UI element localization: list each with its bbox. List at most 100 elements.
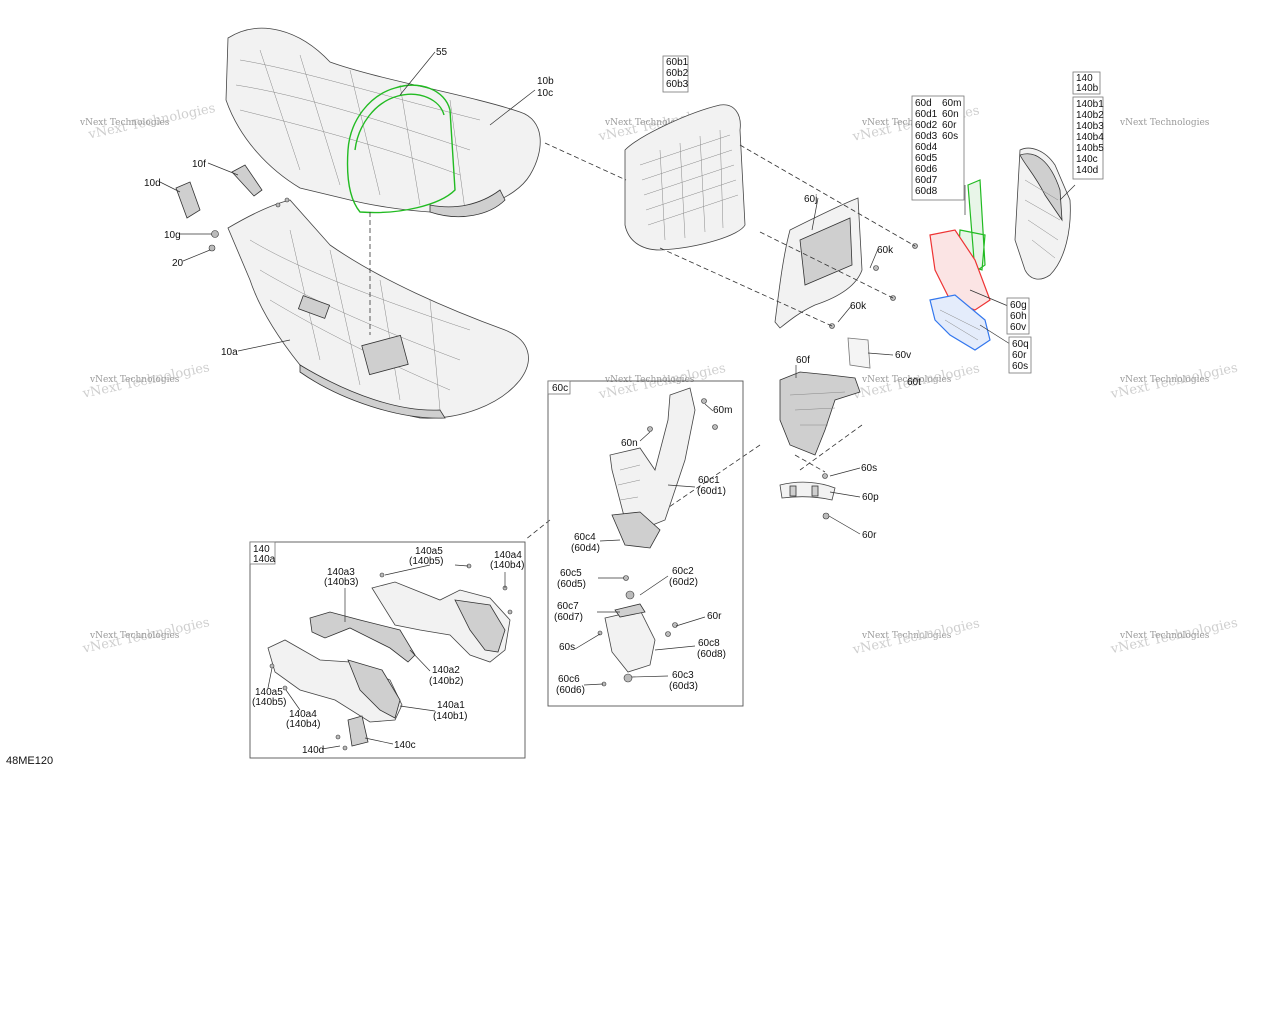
watermark: vNext Technologies xyxy=(89,375,180,385)
callout-label: 55 xyxy=(436,47,448,58)
callout-label: 140b3 xyxy=(1076,121,1104,132)
callout-label: 10b xyxy=(537,76,554,87)
callout-label: (60d1) xyxy=(697,486,726,497)
callout-label: 60d xyxy=(915,98,932,109)
watermark: vNext Technologies xyxy=(89,631,180,641)
callout-label: (140b4) xyxy=(286,719,320,730)
callout-label: 60r xyxy=(1012,350,1027,361)
side-panel-140 xyxy=(1014,147,1071,280)
backrest-60b xyxy=(624,104,746,251)
inset-140: 140 140a xyxy=(249,541,526,759)
callout-label: 140b5 xyxy=(1076,143,1104,154)
callout-label: 60k xyxy=(877,245,894,256)
watermark: vNext Technologies xyxy=(79,118,170,128)
callout-label: 60b1 xyxy=(666,57,689,68)
callout-label: (140b5) xyxy=(252,697,286,708)
screw-60s xyxy=(822,473,828,479)
callout-label: 60p xyxy=(862,492,879,503)
callout-label: 140b2 xyxy=(1076,110,1104,121)
nut-10g xyxy=(211,230,219,238)
callout-label: (60d7) xyxy=(554,612,583,623)
callout-label: 60d8 xyxy=(915,186,938,197)
callout-label: 60c8 xyxy=(698,638,720,649)
callout-label: 60c4 xyxy=(574,532,596,543)
bolt-20 xyxy=(208,244,216,252)
watermark: vNext Technologies xyxy=(861,375,952,385)
callout-label: 60c7 xyxy=(557,601,579,612)
callout-label: 140d xyxy=(1076,165,1098,176)
callout-label: (140b2) xyxy=(429,676,463,687)
callout-label: 60n xyxy=(942,109,959,120)
callout-label: 140a4 xyxy=(289,709,317,720)
callout-label: 60c2 xyxy=(672,566,694,577)
callout-label: 60d6 xyxy=(915,164,938,175)
callout-label: 140b1 xyxy=(1076,99,1104,110)
callout-label: 140a2 xyxy=(432,665,460,676)
inset-60c-title: 60c xyxy=(552,383,568,394)
callout-label: 10f xyxy=(192,159,206,170)
nut-60r xyxy=(822,512,830,520)
callout-label: 140a3 xyxy=(327,567,355,578)
label-box-140: 140 140b 140b1 140b2 140b3 140b4 140b5 1… xyxy=(1072,71,1104,180)
inset-140-title-1: 140 xyxy=(253,544,270,555)
callout-label: (60d8) xyxy=(697,649,726,660)
label-box-60b: 60b1 60b2 60b3 xyxy=(662,55,689,93)
back-panel-60j xyxy=(774,197,863,329)
callout-label: 60d7 xyxy=(915,175,938,186)
label-box-60g: 60g 60h 60v xyxy=(1006,297,1030,335)
callout-label: 60d3 xyxy=(915,131,938,142)
callout-label: (140b3) xyxy=(324,577,358,588)
handle-colored-assembly xyxy=(929,179,991,351)
callout-label: 60s xyxy=(1012,361,1028,372)
bracket-10d xyxy=(175,181,201,219)
watermark: vNext Technologies xyxy=(604,375,695,385)
inset-60c: 60c xyxy=(547,380,744,707)
diagram-code: 48ME120 xyxy=(6,755,53,767)
callout-label: 60r xyxy=(862,530,877,541)
watermark: vNext Technologies xyxy=(604,118,695,128)
callout-label: 60d4 xyxy=(915,142,938,153)
inset-140-title-2: 140a xyxy=(253,554,276,565)
bracket-10f xyxy=(231,164,263,197)
callout-label: 60b3 xyxy=(666,79,689,90)
leader-lines xyxy=(159,51,1076,535)
callout-label: 140a5 xyxy=(255,687,283,698)
callout-label: 60t xyxy=(907,377,921,388)
callout-label: 10c xyxy=(537,88,553,99)
callout-label: 60q xyxy=(1012,339,1029,350)
bracket-60f xyxy=(779,371,861,456)
callout-label: 60v xyxy=(1010,322,1026,333)
label-box-60d: 60d 60d1 60d2 60d3 60d4 60d5 60d6 60d7 6… xyxy=(911,95,965,201)
callout-label: 60s xyxy=(942,131,958,142)
callout-label: 60r xyxy=(707,611,722,622)
callout-label: 60v xyxy=(895,350,911,361)
trim-60p xyxy=(779,481,836,501)
bolt-60k xyxy=(873,265,879,271)
callout-label: 60k xyxy=(850,301,867,312)
callout-label: 60c3 xyxy=(672,670,694,681)
callout-label: 60s xyxy=(559,642,575,653)
callout-label: 60b2 xyxy=(666,68,689,79)
callout-label: (60d4) xyxy=(571,543,600,554)
clip xyxy=(284,197,290,203)
callout-label: 140a5 xyxy=(415,546,443,557)
callout-label: (60d3) xyxy=(669,681,698,692)
callout-label: 60h xyxy=(1010,311,1027,322)
watermark: vNext Technologies xyxy=(861,118,952,128)
callout-label: (140b1) xyxy=(433,711,467,722)
callout-label: 60n xyxy=(621,438,638,449)
callout-label: 140b4 xyxy=(1076,132,1104,143)
callout-label: 60d2 xyxy=(915,120,938,131)
seat-green-outline xyxy=(346,84,456,214)
seat-cushion xyxy=(225,27,541,218)
callout-label: 140c xyxy=(394,740,416,751)
callout-labels: 55 10b 10c 10f 10d 10g 20 10a 60j 60k 60… xyxy=(144,47,921,756)
callout-label: 60g xyxy=(1010,300,1027,311)
callout-label: 140d xyxy=(302,745,324,756)
callout-label: (140b5) xyxy=(409,556,443,567)
callout-label: (60d6) xyxy=(556,685,585,696)
callout-label: 140a4 xyxy=(494,550,522,561)
callout-label: 60c6 xyxy=(558,674,580,685)
callout-label: 60d5 xyxy=(915,153,938,164)
